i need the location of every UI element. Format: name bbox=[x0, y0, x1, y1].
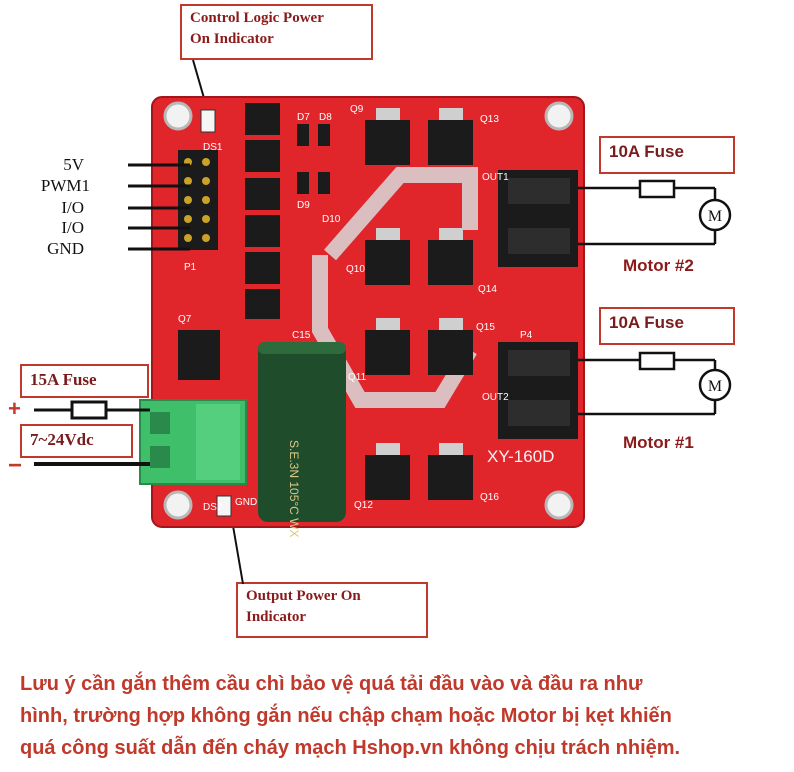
input-fuse-symbol bbox=[70, 400, 108, 420]
silk-label: OUT2 bbox=[482, 392, 509, 403]
silk-label: Q7 bbox=[178, 314, 192, 325]
power-input-terminal bbox=[139, 399, 247, 485]
silk-label: D7 bbox=[297, 112, 310, 123]
control-logic-callout: Control Logic Power On Indicator bbox=[180, 4, 373, 60]
silk-label: Q13 bbox=[480, 114, 499, 125]
output-callout-leader bbox=[231, 519, 244, 585]
output-fuse-symbol bbox=[638, 351, 676, 371]
motor-2-fuse-label: 10A Fuse bbox=[599, 136, 735, 174]
power-input-wiring bbox=[34, 400, 150, 466]
output-terminal-2 bbox=[498, 170, 578, 267]
voltage-label: 7~24Vdc bbox=[20, 424, 133, 458]
minus-sign: − bbox=[8, 452, 23, 479]
silk-label: Q10 bbox=[346, 264, 365, 275]
board-model: XY-160D bbox=[487, 447, 554, 466]
capacitor-marking: S.E.3N 105°C WX bbox=[287, 440, 301, 538]
pcb-board: S.E.3N 105°C WX XY-160D DS1 P1 Q7 C15 bbox=[139, 96, 585, 538]
note-line: hình, trường hợp không gắn nếu chập chạm… bbox=[20, 705, 672, 727]
wiring-diagram: S.E.3N 105°C WX XY-160D DS1 P1 Q7 C15 bbox=[34, 59, 732, 585]
pin-label-io-2: I/O bbox=[61, 218, 84, 237]
silk-label: Q9 bbox=[350, 104, 364, 115]
silk-label: Q16 bbox=[480, 492, 499, 503]
silk-label: P4 bbox=[520, 330, 533, 341]
silk-label: C15 bbox=[292, 330, 311, 341]
silk-label: Q14 bbox=[478, 284, 497, 295]
note-line: quá công suất dẫn đến cháy mạch Hshop.vn… bbox=[20, 737, 681, 759]
optocoupler-column bbox=[245, 103, 280, 319]
motor-2-label: Motor #2 bbox=[623, 256, 694, 275]
silk-label: Q12 bbox=[354, 500, 373, 511]
silk-label: D10 bbox=[322, 214, 341, 225]
silk-label: P1 bbox=[184, 262, 197, 273]
pcb-trace bbox=[312, 255, 477, 408]
motor-1-wiring bbox=[578, 351, 732, 416]
output-terminal-1 bbox=[498, 342, 578, 439]
pin-label-gnd: GND bbox=[47, 239, 84, 258]
motor-2-wiring bbox=[578, 179, 732, 246]
silk-label: DS2 bbox=[203, 502, 223, 513]
callout-line: Output Power On bbox=[246, 588, 361, 604]
silk-label: Q11 bbox=[348, 372, 367, 383]
status-led bbox=[216, 495, 232, 517]
plus-sign: + bbox=[8, 396, 21, 421]
pin-label-io-1: I/O bbox=[61, 198, 84, 217]
mount-hole bbox=[163, 490, 193, 520]
callout-line: On Indicator bbox=[190, 31, 274, 47]
silk-label: OUT1 bbox=[482, 172, 509, 183]
motor-2-symbol-label: M bbox=[708, 208, 722, 225]
motor-1-fuse-label: 10A Fuse bbox=[599, 307, 735, 345]
diode-group bbox=[297, 124, 330, 194]
pcb-trace bbox=[323, 167, 478, 261]
pin-label-5v: 5V bbox=[63, 155, 84, 174]
note-line: Lưu ý cần gắn thêm cầu chì bảo vệ quá tả… bbox=[20, 673, 643, 695]
output-fuse-symbol bbox=[638, 179, 676, 199]
silk-label: Q15 bbox=[476, 322, 495, 333]
status-led bbox=[200, 109, 216, 133]
silk-label: D8 bbox=[319, 112, 332, 123]
output-power-callout: Output Power On Indicator bbox=[236, 582, 428, 638]
callout-line: Indicator bbox=[246, 609, 306, 625]
pin-header bbox=[178, 150, 218, 250]
motor-1-label: Motor #1 bbox=[623, 433, 694, 452]
mount-hole bbox=[163, 101, 193, 131]
silk-label: D9 bbox=[297, 200, 310, 211]
motor-1-symbol-label: M bbox=[708, 378, 722, 395]
regulator-chip bbox=[178, 330, 220, 380]
silk-label: DS1 bbox=[203, 142, 223, 153]
silk-label: GND bbox=[235, 497, 257, 508]
input-fuse-label: 15A Fuse bbox=[20, 364, 149, 398]
pin-label-pwm1: PWM1 bbox=[40, 176, 90, 195]
mount-hole bbox=[544, 490, 574, 520]
callout-line: Control Logic Power bbox=[190, 10, 324, 26]
input-pin-wires bbox=[128, 163, 190, 251]
mount-hole bbox=[544, 101, 574, 131]
mosfet-grid bbox=[365, 108, 473, 500]
electrolytic-capacitor: S.E.3N 105°C WX bbox=[258, 342, 346, 538]
warning-note: Lưu ý cần gắn thêm cầu chì bảo vệ quá tả… bbox=[20, 668, 784, 764]
